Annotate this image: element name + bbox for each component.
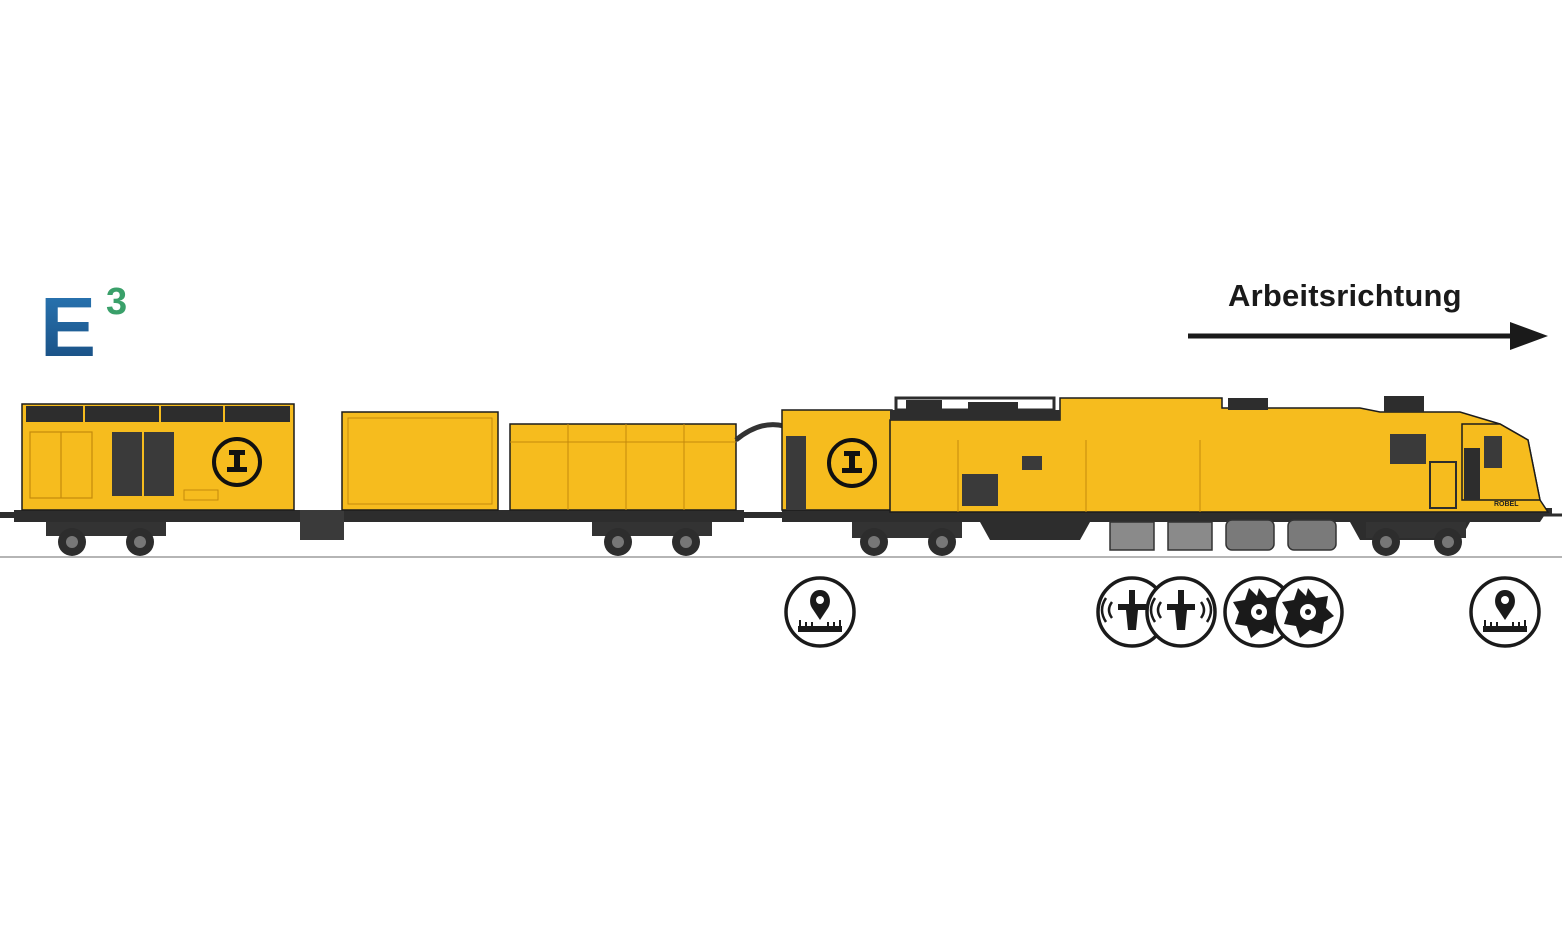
milling-units xyxy=(1225,519,1337,551)
container-module xyxy=(341,411,499,511)
e3-logo: E 3 xyxy=(40,280,127,374)
direction-label: Arbeitsrichtung xyxy=(1228,278,1462,313)
rail-emblem-icon xyxy=(212,437,262,487)
milling-unit-icon xyxy=(1223,576,1295,648)
bogie-machine-rear xyxy=(852,522,962,556)
supply-wagon xyxy=(0,403,786,556)
logo-letter: E xyxy=(40,280,96,374)
rail-emblem-icon xyxy=(827,438,877,488)
bogie-left-wagon-2 xyxy=(592,522,712,556)
tamping-unit-icon xyxy=(1145,576,1217,648)
tank-module xyxy=(509,423,737,511)
direction-arrow xyxy=(1188,322,1548,350)
bogie-machine-front xyxy=(1366,522,1466,556)
main-machine: ROBEL xyxy=(781,396,1552,556)
milling-unit-icon xyxy=(1272,576,1344,648)
logo-superscript: 3 xyxy=(106,281,127,323)
tamping-units xyxy=(1109,521,1213,551)
power-module xyxy=(21,403,295,511)
roof-equipment xyxy=(890,396,1424,420)
maker-mark: ROBEL xyxy=(1494,501,1519,508)
measurement-icon xyxy=(1469,576,1541,648)
measurement-icon xyxy=(784,576,856,648)
bogie-left-wagon-1 xyxy=(46,522,166,556)
front-cab: ROBEL xyxy=(1390,423,1541,509)
